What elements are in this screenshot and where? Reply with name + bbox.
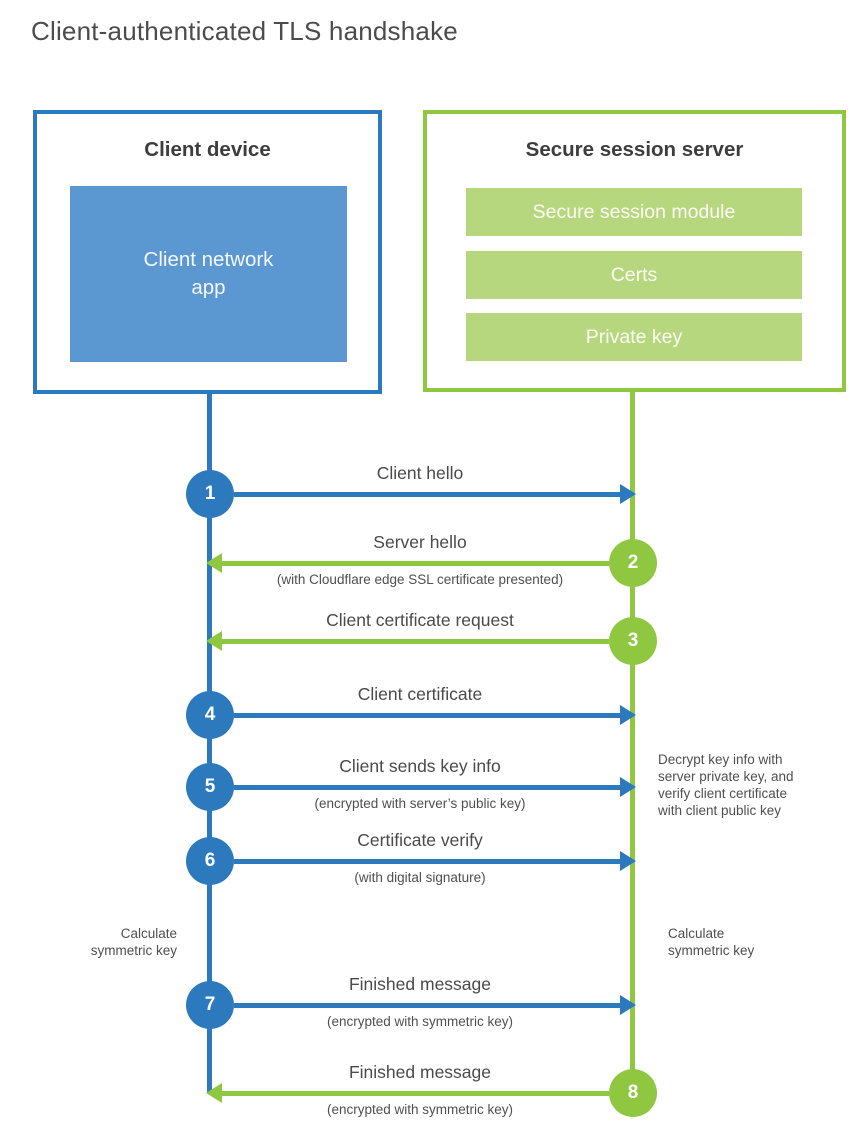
message-arrow-line	[220, 561, 609, 566]
step-number-badge: 3	[609, 617, 657, 665]
arrow-right-icon	[620, 777, 636, 797]
server-calculate-symmetric-key-note: Calculate symmetric key	[668, 926, 755, 958]
server-module-certs: Certs	[466, 251, 802, 299]
message-label: Client sends key info	[339, 756, 501, 776]
message-sublabel: (with digital signature)	[354, 870, 486, 885]
message-arrow-line	[220, 1091, 609, 1096]
message-arrow-line	[234, 785, 622, 790]
message-arrow-line	[234, 492, 622, 497]
message-label: Finished message	[348, 1062, 492, 1082]
step-number-badge: 7	[186, 981, 234, 1029]
arrow-right-icon	[620, 995, 636, 1015]
step-number-badge: 8	[609, 1069, 657, 1117]
step-number-badge: 4	[186, 691, 234, 739]
client-network-app-box: Client network app	[70, 186, 347, 362]
server-lifeline	[630, 390, 635, 1093]
message-arrow-line	[234, 1003, 622, 1008]
message-arrow-line	[220, 639, 609, 644]
page-title: Client-authenticated TLS handshake	[31, 16, 458, 46]
step-number-badge: 2	[609, 539, 657, 587]
message-label: Certificate verify	[357, 830, 483, 850]
arrow-right-icon	[620, 851, 636, 871]
arrow-left-icon	[206, 631, 222, 651]
arrow-left-icon	[206, 1083, 222, 1103]
client-calculate-symmetric-key-note: Calculate symmetric key	[90, 926, 177, 958]
secure-session-server-box: Secure session server Secure session mod…	[423, 110, 846, 392]
message-label: Client certificate request	[326, 610, 514, 630]
message-sublabel: (encrypted with symmetric key)	[326, 1014, 514, 1029]
server-module-private-key: Private key	[466, 313, 802, 361]
message-label: Client hello	[376, 463, 464, 483]
client-device-box: Client device Client network app	[33, 110, 382, 394]
secure-session-server-title: Secure session server	[525, 138, 744, 161]
message-arrow-line	[234, 713, 622, 718]
arrow-left-icon	[206, 553, 222, 573]
step-number-badge: 5	[186, 763, 234, 811]
client-lifeline	[207, 390, 212, 1093]
server-decrypt-note: Decrypt key info with server private key…	[658, 752, 794, 818]
arrow-right-icon	[620, 705, 636, 725]
step-number-badge: 6	[186, 837, 234, 885]
message-sublabel: (encrypted with server’s public key)	[314, 796, 526, 811]
message-label: Client certificate	[357, 684, 483, 704]
arrow-right-icon	[620, 484, 636, 504]
message-label: Server hello	[373, 532, 467, 552]
step-number-badge: 1	[186, 470, 234, 518]
message-label: Finished message	[348, 974, 492, 994]
message-sublabel: (with Cloudflare edge SSL certificate pr…	[276, 572, 564, 587]
message-arrow-line	[234, 859, 622, 864]
message-sublabel: (encrypted with symmetric key)	[326, 1102, 514, 1117]
client-device-title: Client device	[144, 138, 271, 161]
server-module-secure-session: Secure session module	[466, 188, 802, 236]
